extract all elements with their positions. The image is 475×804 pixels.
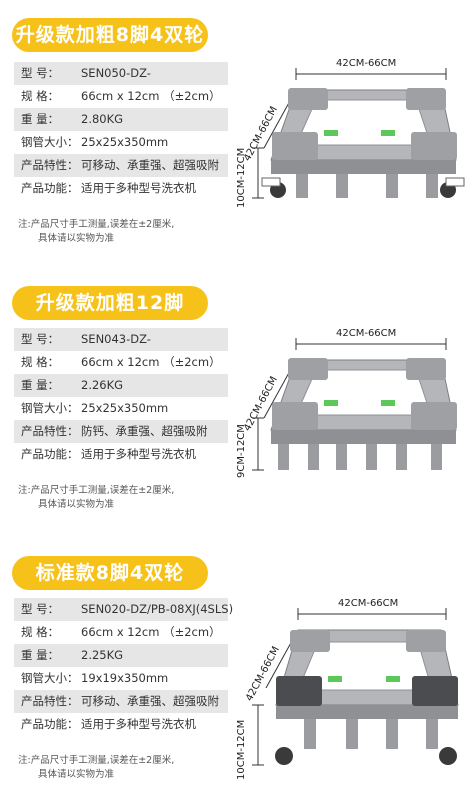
spec-value: SEN043-DZ- [81, 332, 151, 346]
spec-value: 66cm x 12cm （±2cm） [81, 625, 221, 639]
product-diagram: 42CM-66CM 42CM-66CM 9CM-12CM [236, 320, 466, 530]
measurement-note: 注:产品尺寸手工测量,误差在±2厘米, 具体请以实物为准 [18, 218, 174, 246]
note-line: 具体请以实物为准 [38, 499, 115, 510]
spec-value: 适用于多种型号洗衣机 [81, 447, 196, 461]
height-dimension-label: 10CM-12CM [236, 147, 247, 208]
spec-row-feature: 产品特性：可移动、承重强、超强吸附 [14, 154, 228, 177]
note-line: 注:产品尺寸手工测量,误差在±2厘米, [18, 485, 175, 496]
width-dimension-label: 42CM-66CM [336, 328, 397, 339]
spec-row-tube: 钢管大小：25x25x350mm [14, 397, 228, 420]
spec-row-model: 型 号： SEN050-DZ- [14, 62, 228, 85]
spec-value: 适用于多种型号洗衣机 [81, 717, 196, 731]
spec-value: 可移动、承重强、超强吸附 [81, 694, 219, 708]
spec-label: 产品特性： [21, 694, 79, 708]
spec-table: 型 号： SEN050-DZ- 规 格： 66cm x 12cm （±2cm） 重 … [14, 62, 228, 200]
spec-row-weight: 重 量： 2.26KG [14, 374, 228, 397]
width-dimension-label: 42CM-66CM [338, 598, 399, 609]
measurement-note: 注:产品尺寸手工测量,误差在±2厘米, 具体请以实物为准 [18, 754, 174, 782]
height-dimension-label: 9CM-12CM [236, 424, 247, 478]
spec-label: 型 号： [21, 332, 60, 346]
spec-row-feature: 产品特性：防钙、承重强、超强吸附 [14, 420, 228, 443]
spec-value: 防钙、承重强、超强吸附 [81, 424, 208, 438]
spec-label: 重 量： [21, 648, 60, 662]
spec-row-weight: 重 量： 2.80KG [14, 108, 228, 131]
section-title-banner: 升级款加粗8脚4双轮 [12, 18, 208, 52]
washer-base-illustration [252, 338, 457, 471]
spec-row-tube: 钢管大小：19x19x350mm [14, 667, 228, 690]
spec-value: SEN050-DZ- [81, 66, 151, 80]
spec-value: 2.80KG [81, 112, 124, 126]
spec-row-size: 规 格： 66cm x 12cm （±2cm） [14, 351, 228, 374]
section-title-banner: 升级款加粗12脚 [12, 286, 208, 320]
spec-value: 2.26KG [81, 378, 124, 392]
note-line: 具体请以实物为准 [38, 769, 115, 780]
measurement-note: 注:产品尺寸手工测量,误差在±2厘米, 具体请以实物为准 [18, 484, 174, 512]
spec-value: 2.25KG [81, 648, 124, 662]
product-diagram: 42CM-66CM 42CM-66CM 10CM-12CM [236, 50, 466, 260]
spec-label: 产品功能： [21, 181, 79, 195]
washer-base-illustration [252, 68, 465, 199]
spec-row-size: 规 格： 66cm x 12cm （±2cm） [14, 621, 228, 644]
product-section-1: 升级款加粗8脚4双轮 型 号： SEN050-DZ- 规 格： 66cm x 12c… [0, 0, 475, 270]
spec-table: 型 号： SEN043-DZ- 规 格： 66cm x 12cm （±2cm） 重 … [14, 328, 228, 466]
spec-label: 规 格： [21, 355, 60, 369]
spec-value: 66cm x 12cm （±2cm） [81, 89, 221, 103]
spec-label: 型 号： [21, 602, 60, 616]
spec-table: 型 号： SEN020-DZ/PB-08XJ(4SLS) 规 格： 66cm x 1… [14, 598, 233, 736]
spec-label: 产品特性： [21, 424, 79, 438]
note-line: 注:产品尺寸手工测量,误差在±2厘米, [18, 755, 175, 766]
spec-value: 可移动、承重强、超强吸附 [81, 158, 219, 172]
spec-value: 适用于多种型号洗衣机 [81, 181, 196, 195]
spec-label: 规 格： [21, 625, 60, 639]
spec-label: 规 格： [21, 89, 60, 103]
spec-row-model: 型 号： SEN020-DZ/PB-08XJ(4SLS) [14, 598, 233, 621]
width-dimension-label: 42CM-66CM [336, 58, 397, 69]
product-diagram: 42CM-66CM 42CM-66CM 10CM-12CM [236, 590, 466, 800]
product-section-3: 标准款8脚4双轮 型 号： SEN020-DZ/PB-08XJ(4SLS) 规 格… [0, 540, 475, 800]
washer-base-illustration [252, 608, 459, 766]
height-dimension-label: 10CM-12CM [236, 719, 247, 780]
spec-row-function: 产品功能：适用于多种型号洗衣机 [14, 443, 228, 466]
note-line: 具体请以实物为准 [38, 233, 115, 244]
spec-label: 产品功能： [21, 447, 79, 461]
spec-label: 重 量： [21, 378, 60, 392]
note-line: 注:产品尺寸手工测量,误差在±2厘米, [18, 219, 175, 230]
spec-value: SEN020-DZ/PB-08XJ(4SLS) [81, 602, 234, 616]
spec-value: 66cm x 12cm （±2cm） [81, 355, 221, 369]
spec-label: 产品功能： [21, 717, 79, 731]
spec-label: 重 量： [21, 112, 60, 126]
spec-row-weight: 重 量： 2.25KG [14, 644, 228, 667]
spec-value: 19x19x350mm [81, 671, 169, 685]
spec-label: 钢管大小： [21, 401, 79, 415]
spec-value: 25x25x350mm [81, 401, 169, 415]
product-section-2: 升级款加粗12脚 型 号： SEN043-DZ- 规 格： 66cm x 12cm … [0, 270, 475, 540]
spec-row-function: 产品功能：适用于多种型号洗衣机 [14, 713, 228, 736]
spec-label: 型 号： [21, 66, 60, 80]
spec-label: 钢管大小： [21, 671, 79, 685]
spec-label: 产品特性： [21, 158, 79, 172]
spec-row-feature: 产品特性：可移动、承重强、超强吸附 [14, 690, 228, 713]
spec-row-function: 产品功能：适用于多种型号洗衣机 [14, 177, 228, 200]
section-title-banner: 标准款8脚4双轮 [12, 556, 208, 590]
spec-value: 25x25x350mm [81, 135, 169, 149]
spec-row-size: 规 格： 66cm x 12cm （±2cm） [14, 85, 228, 108]
spec-row-model: 型 号： SEN043-DZ- [14, 328, 228, 351]
spec-label: 钢管大小： [21, 135, 79, 149]
spec-row-tube: 钢管大小：25x25x350mm [14, 131, 228, 154]
